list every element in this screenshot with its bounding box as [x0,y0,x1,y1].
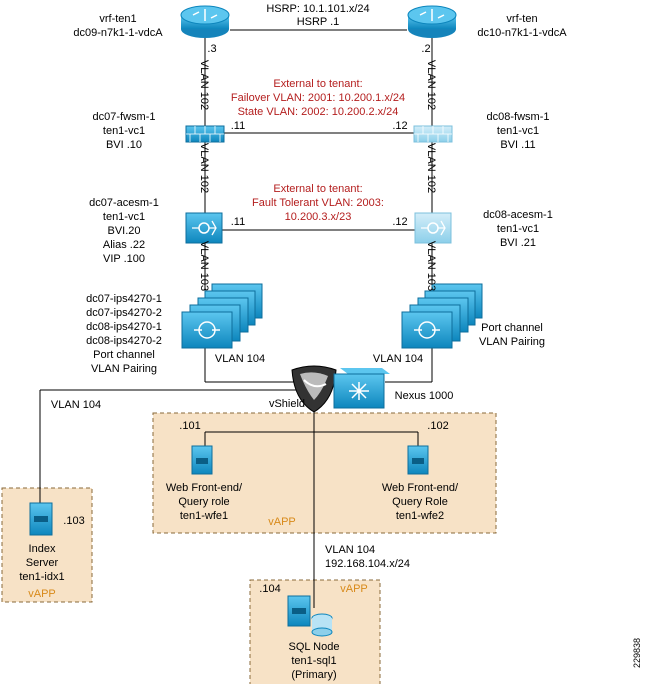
vlan-right-mid: VLAN 102 [425,143,437,193]
ips-left-vlan-pairing: VLAN Pairing [91,363,157,375]
ace-right-icon [414,212,452,244]
fwsm-note-line2: Failover VLAN: 2001: 10.200.1.x/24 [231,92,405,104]
wfe1-role-line2: Query role [178,496,229,508]
ace-note-line3: 10.200.3.x/23 [285,211,352,223]
fwsm-right-bvi: BVI .11 [500,139,535,151]
ace-left-alias: Alias .22 [103,239,145,251]
ace-left-ip: .11 [231,216,245,228]
ace-left-vip: VIP .100 [103,253,145,265]
vlan-left-mid: VLAN 102 [198,143,210,193]
vlan-right-top: VLAN 102 [425,60,437,110]
ace-right-bvi: BVI .21 [500,237,536,249]
router-right-name: vrf-ten [506,13,537,25]
fwsm-left-name: dc07-fwsm-1 [93,111,156,123]
wfe1-ip: .101 [179,420,200,432]
wfe2-role-line2: Query Role [392,496,448,508]
vlan-bottom: VLAN 104 [325,544,375,556]
wfe1-role-line1: Web Front-end/ [166,482,243,494]
ips-right-stack-icon [401,283,483,349]
figure-id: 229838 [632,638,642,668]
nexus-switch-icon [333,368,390,409]
vshield-label: vShield [269,398,305,410]
ips-right-portchannel: Port channel [481,322,543,334]
ace-right-ip: .12 [392,216,407,228]
ace-note-line2: Fault Tolerant VLAN: 2003: [252,197,384,209]
router-right-host: dc10-n7k1-1-vdcA [477,27,567,39]
sql-vapp-label: vAPP [340,583,368,595]
fwsm-right-name: dc08-fwsm-1 [487,111,550,123]
router-left-name: vrf-ten1 [99,13,136,25]
firewall-left-icon [185,125,225,143]
wfe2-host: ten1-wfe2 [396,510,444,522]
vlan-far-left: VLAN 104 [51,399,101,411]
vshield-icon [291,365,337,413]
fwsm-right-ip: .12 [392,120,407,132]
vlan-bottom-subnet: 192.168.104.x/24 [325,558,410,570]
server-wfe2-icon [407,445,429,475]
vlan-right-low: VLAN 103 [425,241,437,291]
ace-left-context: ten1-vc1 [103,211,145,223]
sql1-role: SQL Node [289,641,340,653]
ace-right-context: ten1-vc1 [497,223,539,235]
server-sql1-icon [287,595,333,637]
vlan-left-top: VLAN 102 [198,60,210,110]
wfe1-host: ten1-wfe1 [180,510,228,522]
fwsm-left-context: ten1-vc1 [103,125,145,137]
vlan-left-ips: VLAN 104 [215,353,265,365]
idx1-line1: Index [29,543,56,555]
server-wfe1-icon [191,445,213,475]
firewall-right-icon [413,125,453,143]
router-left-icon [180,5,230,38]
vlan-right-ips: VLAN 104 [373,353,423,365]
vlan-left-low: VLAN 103 [198,241,210,291]
nexus-label: Nexus 1000 [395,390,454,402]
ace-right-name: dc08-acesm-1 [483,209,553,221]
fwsm-left-ip: .11 [231,120,245,132]
ace-note-line1: External to tenant: [273,183,362,195]
wfe2-role-line1: Web Front-end/ [382,482,459,494]
router-right-ip: .2 [421,43,430,55]
router-right-icon [407,5,457,38]
ips-left-stack-icon [181,283,263,349]
router-left-ip: .3 [207,43,216,55]
hsrp-subnet: HSRP: 10.1.101.x/24 [266,3,369,15]
server-idx1-icon [29,502,53,536]
index-vapp-label: vAPP [28,588,56,600]
ace-left-name: dc07-acesm-1 [89,197,159,209]
ips-left-portchannel: Port channel [93,349,155,361]
idx1-ip: .103 [63,515,84,527]
sql1-primary: (Primary) [291,669,336,681]
fwsm-left-bvi: BVI .10 [106,139,142,151]
hsrp-address: HSRP .1 [297,16,340,28]
idx1-line2: Server [26,557,59,569]
web-vapp-label: vAPP [268,516,296,528]
ips-left-dev1: dc07-ips4270-1 [86,293,162,305]
wfe2-ip: .102 [427,420,448,432]
sql1-ip: .104 [259,583,280,595]
idx1-host: ten1-idx1 [19,571,64,583]
ace-left-bvi: BVI.20 [107,225,140,237]
ips-right-vlan-pairing: VLAN Pairing [479,336,545,348]
ips-left-dev3: dc08-ips4270-1 [86,321,162,333]
ace-left-icon [185,212,223,244]
ips-left-dev4: dc08-ips4270-2 [86,335,162,347]
fwsm-right-context: ten1-vc1 [497,125,539,137]
sql1-host: ten1-sql1 [291,655,336,667]
fwsm-note-line1: External to tenant: [273,78,362,90]
fwsm-note-line3: State VLAN: 2002: 10.200.2.x/24 [238,106,399,118]
router-left-host: dc09-n7k1-1-vdcA [73,27,163,39]
ips-left-dev2: dc07-ips4270-2 [86,307,162,319]
